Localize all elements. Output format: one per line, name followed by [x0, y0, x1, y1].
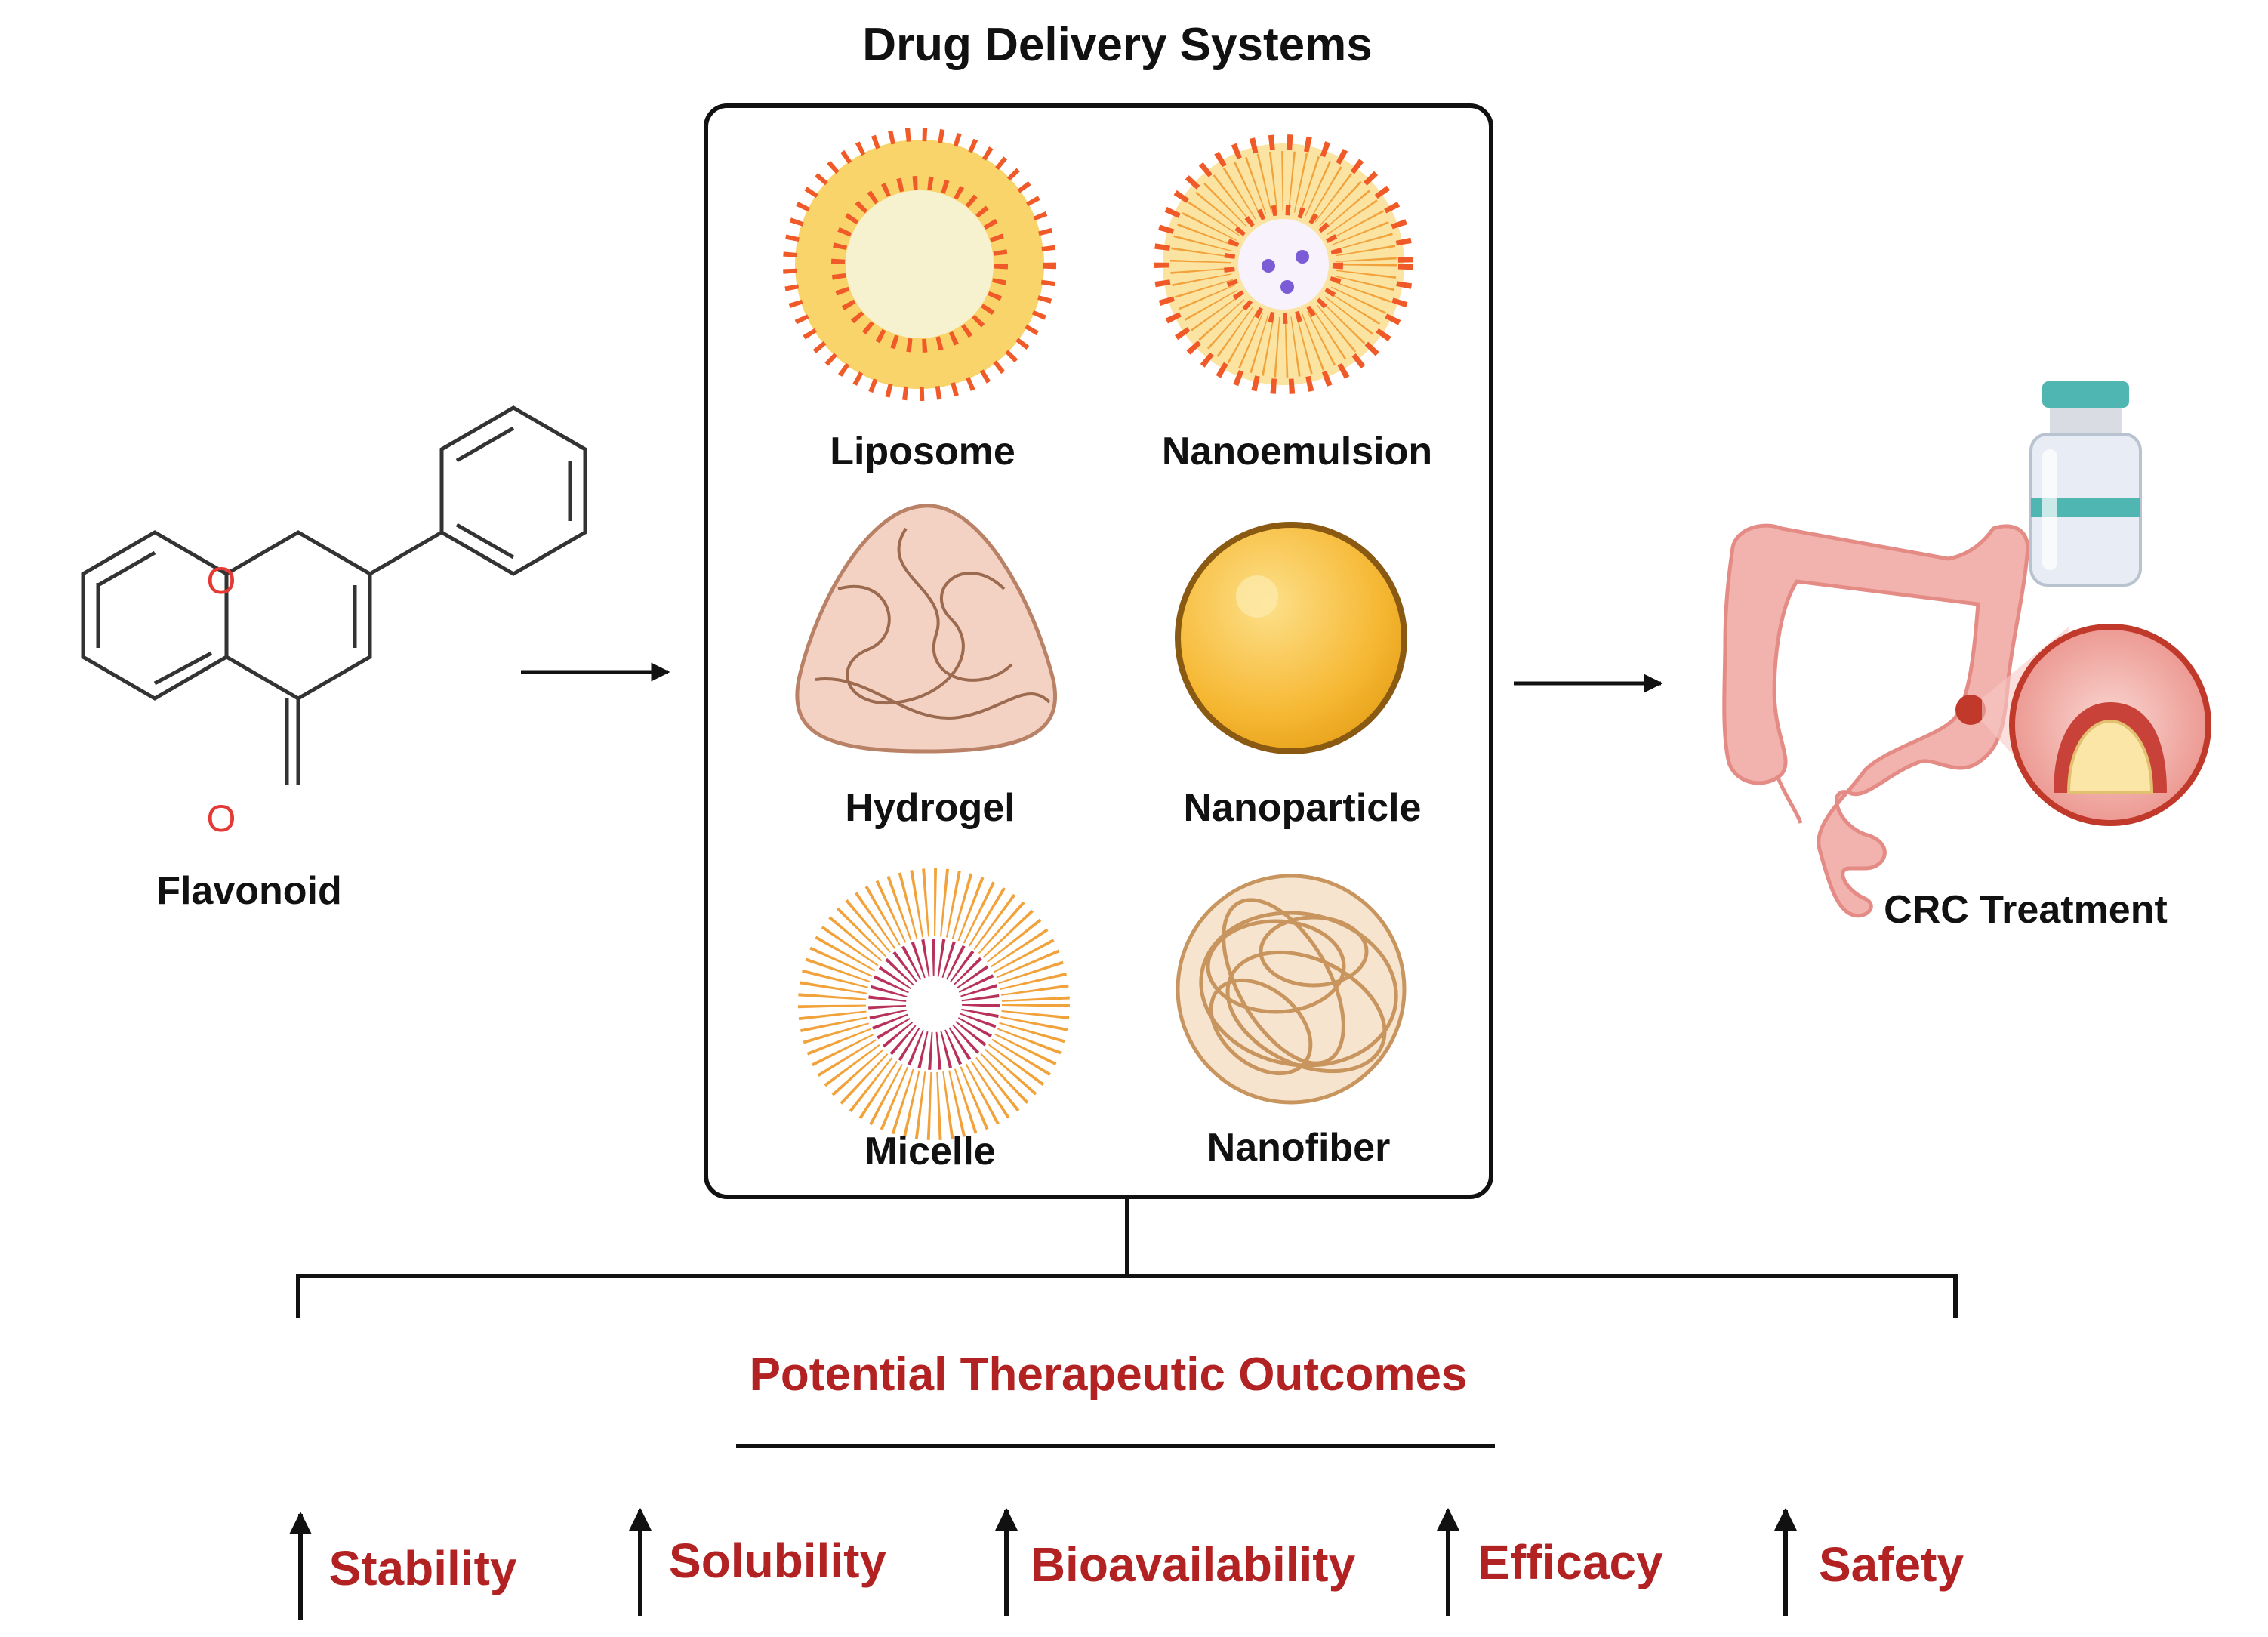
vial-icon — [2029, 381, 2142, 587]
nanoemulsion-icon — [1154, 134, 1413, 394]
outcomes-bracket — [296, 1197, 1958, 1318]
outcomes-title: Potential Therapeutic Outcomes — [749, 1349, 1468, 1401]
liposome-label: Liposome — [830, 430, 1015, 473]
outcome-efficacy: Efficacy — [1478, 1535, 1663, 1589]
outcome-safety: Safety — [1818, 1537, 1964, 1592]
up-arrow-icons — [289, 1508, 1797, 1620]
page-title: Drug Delivery Systems — [862, 19, 1373, 71]
flavonoid-label: Flavonoid — [156, 869, 342, 913]
treatment-label: CRC Treatment — [1884, 888, 2168, 932]
flavonoid-structure — [81, 405, 587, 785]
outcome-stability: Stability — [328, 1541, 517, 1595]
carbonyl-oxygen-label: O — [206, 797, 236, 840]
tumor-spot-icon — [1955, 695, 1986, 725]
oxygen-bg — [283, 563, 313, 593]
micelle-icon — [798, 868, 1070, 1140]
nanoparticle-label: Nanoparticle — [1183, 786, 1422, 830]
outcome-solubility: Solubility — [669, 1534, 886, 1588]
nanoemulsion-label: Nanoemulsion — [1161, 430, 1433, 473]
hydrogel-icon — [795, 504, 1058, 754]
ring-oxygen-label: O — [206, 560, 236, 602]
nanofiber-label: Nanofiber — [1206, 1126, 1391, 1170]
liposome-icon — [783, 128, 1056, 401]
nanoparticle-icon — [1175, 522, 1407, 754]
tumor-magnified-icon — [2009, 624, 2211, 826]
nanofiber-icon — [1176, 874, 1407, 1105]
hydrogel-label: Hydrogel — [845, 786, 1015, 830]
outcome-bioavailability: Bioavailability — [1030, 1537, 1356, 1592]
micelle-label: Micelle — [864, 1130, 996, 1173]
